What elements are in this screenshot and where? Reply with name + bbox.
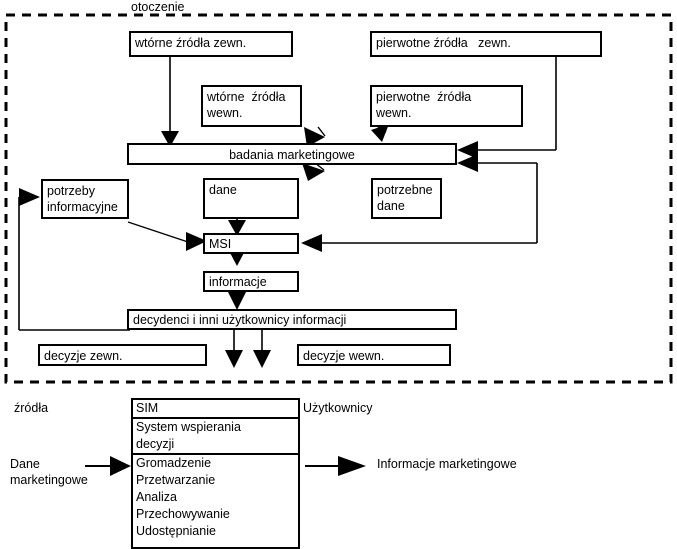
arrowhead-decyzje-b bbox=[253, 350, 271, 368]
sim-row-title: SIM bbox=[133, 400, 298, 419]
box-msi: MSI bbox=[203, 233, 299, 254]
box-secondary-internal-sources: wtórne źródła wewn. bbox=[201, 85, 302, 127]
box-decision-makers: decydenci i inni użytkownicy informacji bbox=[127, 309, 457, 330]
sim-row-sharing: Udostępnianie bbox=[136, 524, 216, 538]
environment-dashed-frame bbox=[4, 13, 673, 384]
arrowhead-feedback-potrzeby bbox=[19, 188, 40, 206]
arrowhead-primary-external bbox=[457, 141, 478, 159]
box-secondary-external-sources: wtórne źródła zewn. bbox=[129, 31, 293, 57]
arrowhead-badania-to-dane bbox=[302, 163, 325, 181]
environment-label: otoczenie bbox=[131, 0, 185, 14]
connector-primary-internal bbox=[376, 125, 387, 133]
arrowhead-secondary-external bbox=[161, 131, 179, 147]
output-label: Informacje marketingowe bbox=[377, 457, 517, 471]
sim-row-analysis: Analiza bbox=[136, 490, 177, 504]
sim-panel: SIM System wspierania decyzji Gromadzeni… bbox=[131, 398, 300, 549]
users-label: Użytkownicy bbox=[303, 401, 373, 415]
arrowhead-informacje-decydenci bbox=[228, 292, 246, 310]
arrowhead-feedback-badania bbox=[457, 154, 478, 172]
box-information-needs: potrzeby informacyjne bbox=[41, 179, 129, 219]
box-primary-internal-sources: pierwotne źródła wewn. bbox=[370, 85, 523, 127]
arrowhead-dane-msi bbox=[228, 220, 246, 236]
arrowhead-feedback-msi bbox=[301, 234, 322, 252]
connector-potrzeby-msi bbox=[127, 221, 189, 243]
arrowhead-secondary-internal bbox=[304, 127, 325, 147]
sim-row-dss-1: System wspierania bbox=[136, 420, 241, 434]
sim-row-process: Przetwarzanie bbox=[136, 473, 216, 487]
sim-row-dss-2: decyzji bbox=[133, 436, 298, 455]
sim-row-storage: Przechowywanie bbox=[136, 507, 230, 521]
arrowhead-decyzje-a bbox=[225, 350, 243, 368]
sim-row-collect: Gromadzenie bbox=[136, 456, 212, 470]
box-information: informacje bbox=[203, 271, 299, 292]
box-decisions-external: decyzje zewn. bbox=[38, 344, 207, 366]
arrowhead-primary-internal bbox=[371, 124, 389, 142]
box-primary-external-sources: pierwotne źródła zewn. bbox=[370, 31, 602, 57]
arrowhead-input-sim bbox=[110, 456, 131, 476]
arrowhead-sim-output bbox=[338, 456, 366, 476]
box-marketing-research: badania marketingowe bbox=[127, 143, 457, 165]
box-data: dane bbox=[203, 178, 299, 219]
sources-label: źródła bbox=[14, 401, 49, 415]
box-needed-data: potrzebne dane bbox=[371, 178, 442, 219]
input-label: Dane marketingowe bbox=[10, 457, 88, 487]
box-decisions-internal: decyzje wewn. bbox=[297, 344, 451, 366]
connector-secondary-internal bbox=[317, 126, 326, 137]
arrowhead-potrzeby-msi bbox=[186, 232, 207, 251]
